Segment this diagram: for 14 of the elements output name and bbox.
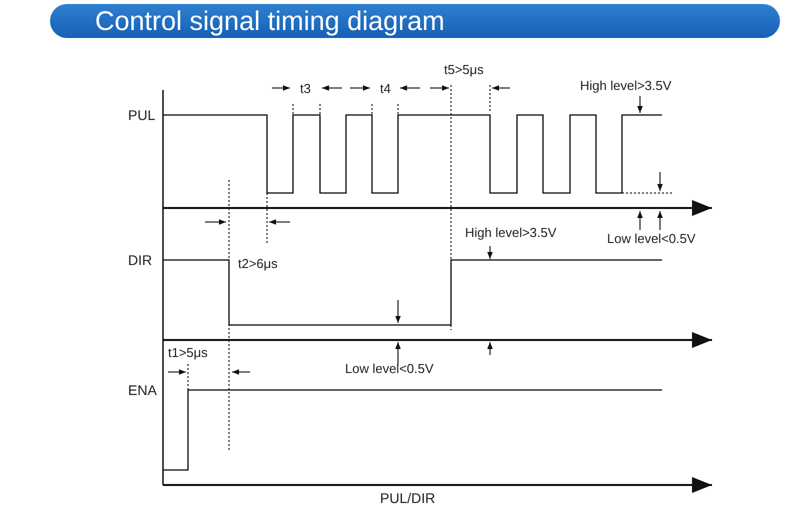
- timing-label: t4: [380, 81, 391, 96]
- timing-label: t3: [300, 81, 311, 96]
- timing-label: t5>5μs: [444, 62, 484, 77]
- timing-label: t1>5μs: [168, 345, 208, 360]
- level-label: Low level<0.5V: [345, 361, 434, 376]
- level-label: High level>3.5V: [465, 225, 556, 240]
- timing-label: t2>6μs: [238, 256, 278, 271]
- title-banner: Control signal timing diagram: [50, 4, 780, 38]
- axis-label: PUL/DIR: [380, 491, 436, 506]
- signal-label: PUL: [128, 108, 156, 123]
- signal-label: DIR: [128, 253, 152, 268]
- signal-label: ENA: [128, 383, 157, 398]
- level-label: Low level<0.5V: [607, 231, 696, 246]
- level-label: High level>3.5V: [580, 78, 672, 93]
